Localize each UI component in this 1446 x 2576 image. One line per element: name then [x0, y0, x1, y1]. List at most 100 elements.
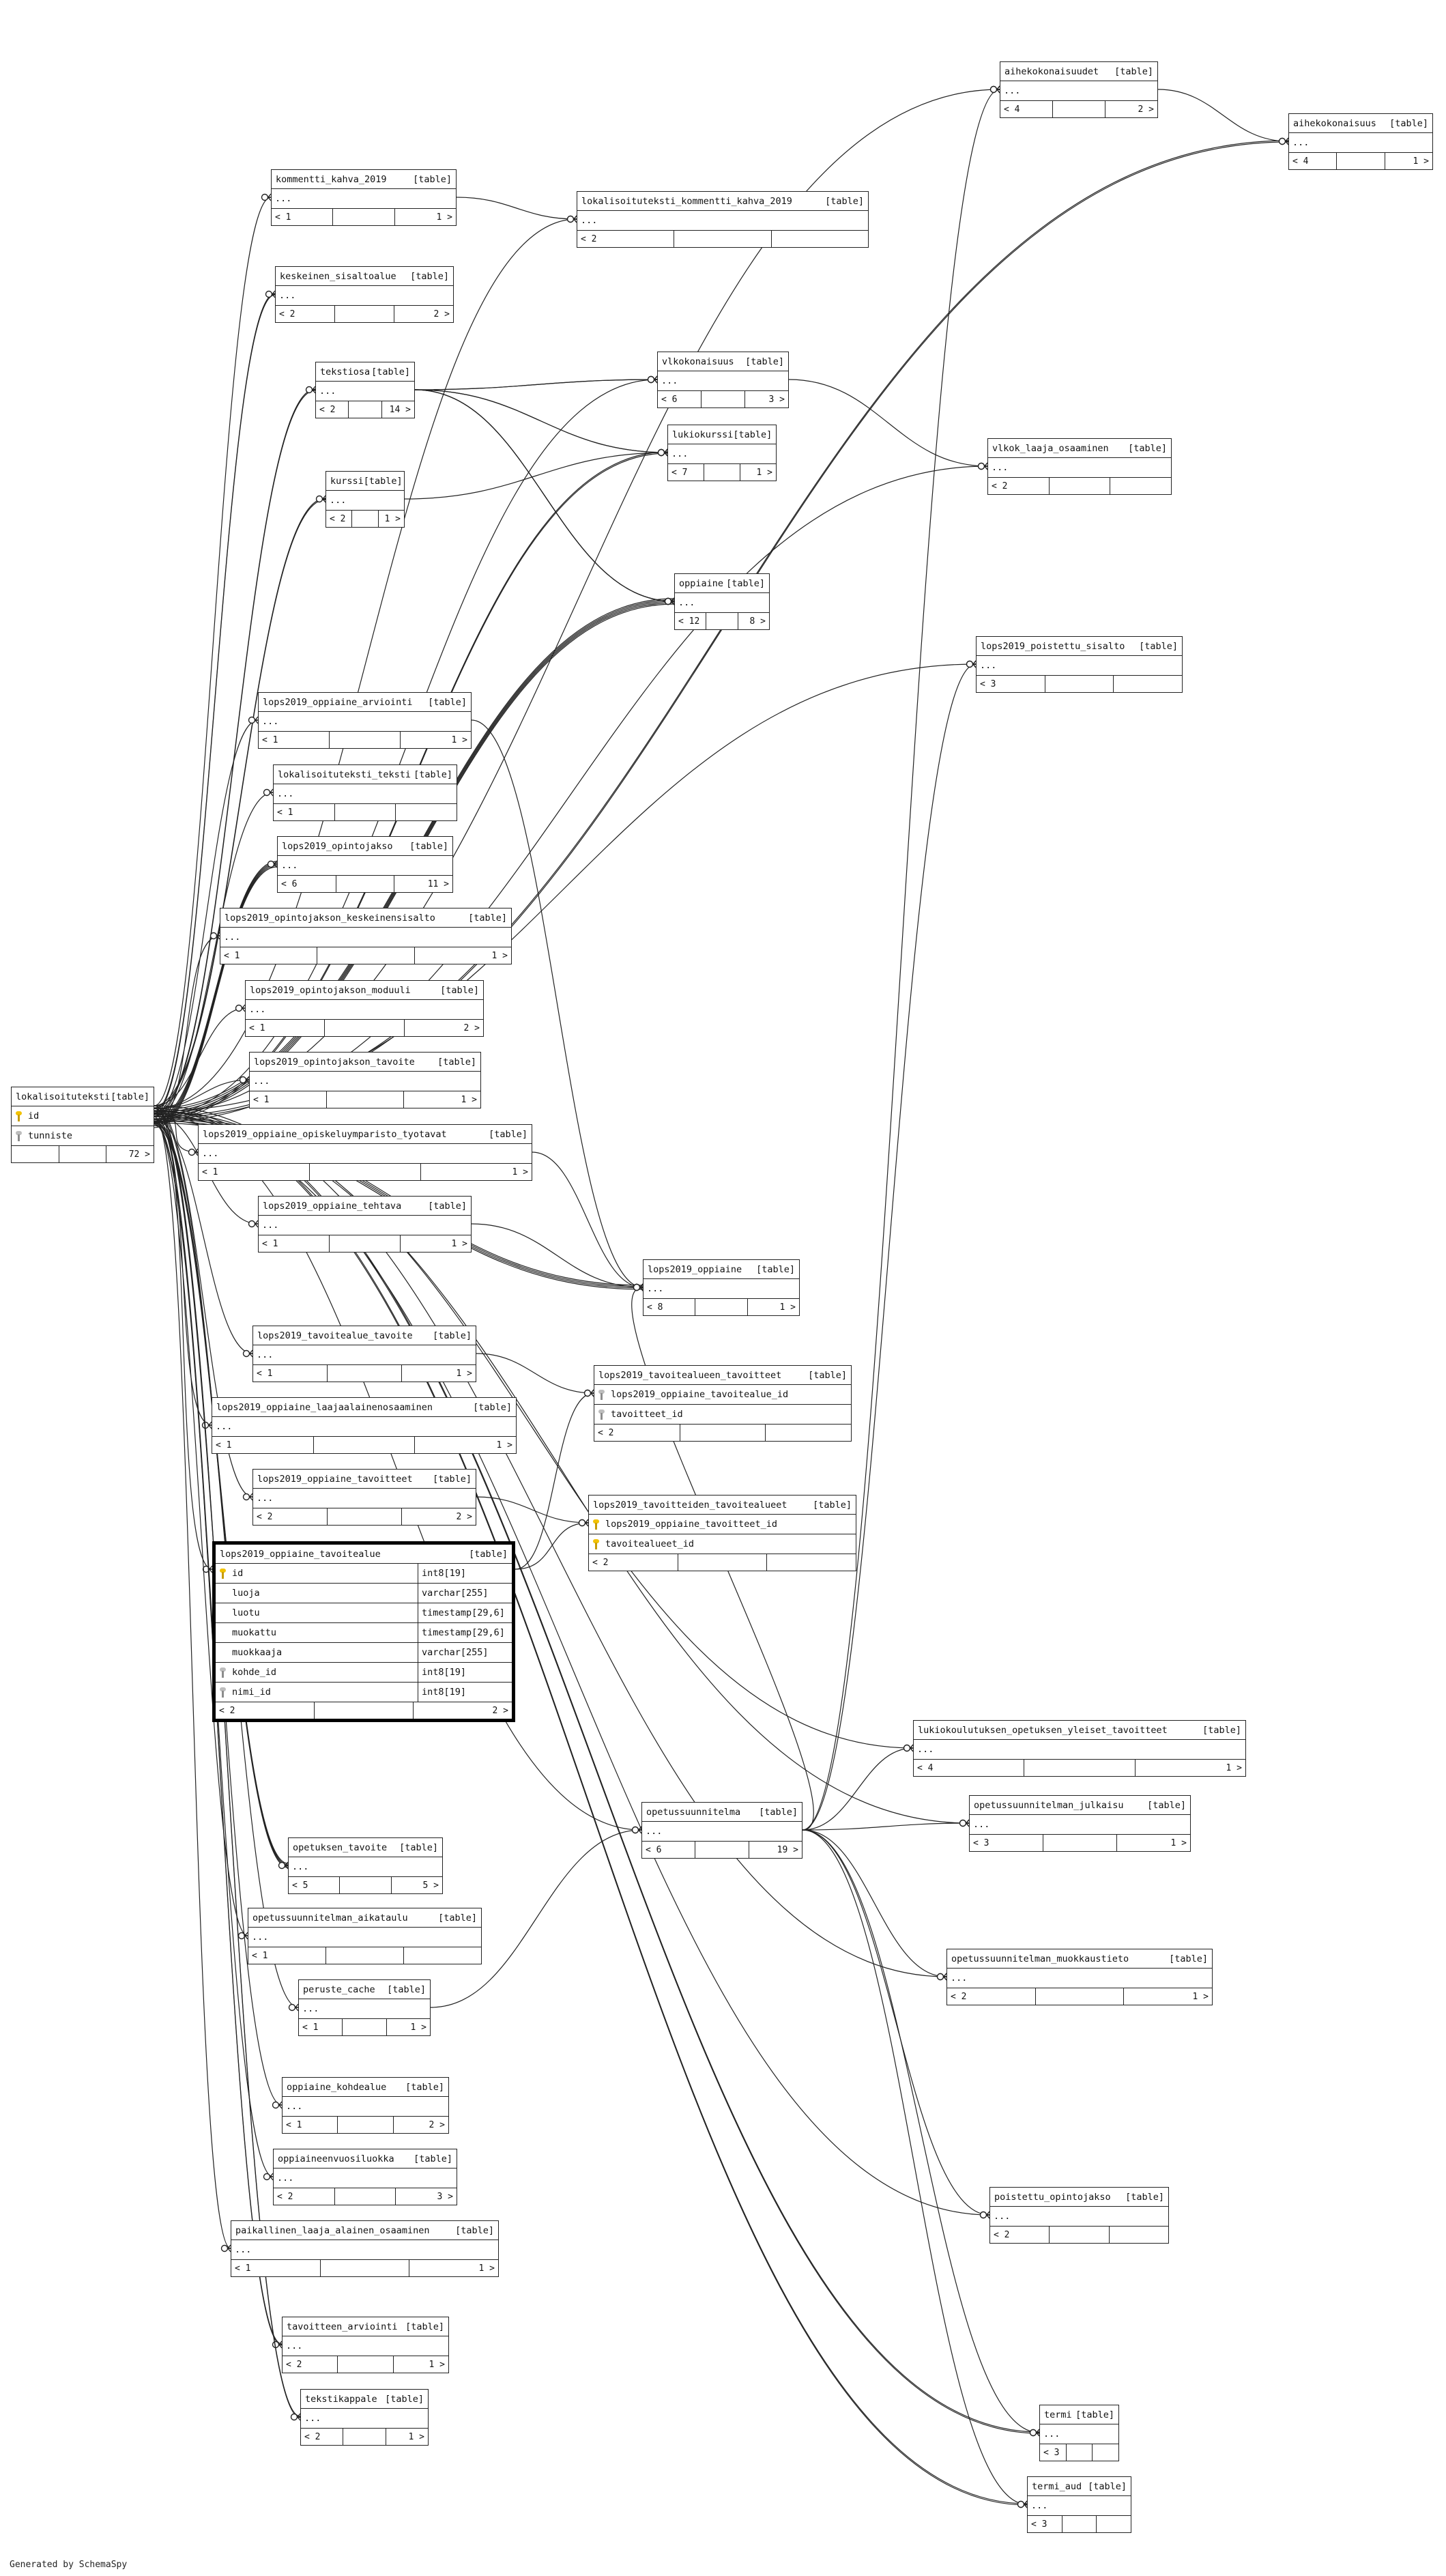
table-lops2019-oppiaine-arviointi[interactable]: lops2019_oppiaine_arviointi[table]...< 1… [258, 692, 472, 749]
table-header[interactable]: lokalisoituteksti_teksti[table] [274, 765, 457, 784]
children-count[interactable]: 1 > [408, 2431, 424, 2442]
children-count[interactable]: 1 > [429, 2359, 445, 2370]
children-count[interactable]: 1 > [512, 1167, 528, 1177]
table-header[interactable]: lops2019_opintojakson_tavoite[table] [250, 1053, 480, 1072]
table-lokalisoituteksti-teksti[interactable]: lokalisoituteksti_teksti[table]...< 1 [273, 764, 457, 821]
children-count[interactable]: 1 > [491, 950, 508, 961]
table-lops2019-opintojakson-keskeinensisalto[interactable]: lops2019_opintojakson_keskeinensisalto[t… [220, 908, 512, 964]
table-header[interactable]: lops2019_oppiaine_opiskeluymparisto_tyot… [199, 1125, 532, 1144]
table-opetussuunnitelman-aikataulu[interactable]: opetussuunnitelman_aikataulu[table]...< … [248, 1908, 482, 1964]
column-row[interactable]: tavoitteet_id [594, 1405, 851, 1425]
table-poistettu-opintojakso[interactable]: poistettu_opintojakso[table]...< 2 [989, 2187, 1169, 2244]
children-count[interactable]: 2 > [1138, 104, 1154, 115]
parents-count[interactable]: < 1 [246, 1020, 326, 1036]
table-lops2019-poistettu-sisalto[interactable]: lops2019_poistettu_sisalto[table]...< 3 [976, 636, 1183, 693]
table-header[interactable]: lokalisoituteksti_kommentti_kahva_2019[t… [577, 192, 868, 211]
children-count[interactable] [1110, 2227, 1168, 2243]
column-row[interactable]: lops2019_oppiaine_tavoitealue_id [594, 1385, 851, 1405]
table-name[interactable]: peruste_cache [303, 1984, 375, 1995]
table-name[interactable]: lokalisoituteksti [16, 1091, 111, 1102]
children-count[interactable]: 3 > [768, 394, 785, 405]
parents-count[interactable]: < 2 [274, 2188, 335, 2205]
table-name[interactable]: tekstiosa [320, 366, 371, 377]
table-header[interactable]: opetussuunnitelman_julkaisu[table] [970, 1796, 1190, 1815]
parents-count[interactable]: < 6 [642, 1842, 696, 1858]
parents-count[interactable]: < 12 [675, 613, 707, 629]
table-header[interactable]: lops2019_oppiaine_tavoitealue[table] [216, 1545, 512, 1564]
table-name[interactable]: poistettu_opintojakso [994, 2191, 1111, 2203]
parents-count[interactable]: < 1 [248, 1947, 326, 1964]
parents-count[interactable]: < 3 [977, 676, 1045, 692]
parents-count[interactable]: < 6 [658, 391, 702, 407]
table-name[interactable]: lops2019_opintojakson_moduuli [250, 984, 411, 996]
table-header[interactable]: lops2019_opintojakson_moduuli[table] [246, 981, 483, 1000]
table-name[interactable]: oppiaineenvuosiluokka [278, 2153, 394, 2164]
table-header[interactable]: lops2019_tavoitealueen_tavoitteet[table] [594, 1366, 851, 1385]
children-count[interactable]: 1 > [1413, 156, 1429, 167]
children-count[interactable]: 1 > [436, 212, 452, 223]
children-count[interactable]: 1 > [1192, 1991, 1209, 2002]
table-name[interactable]: lukiokoulutuksen_opetuksen_yleiset_tavoi… [918, 1724, 1168, 1736]
table-name[interactable]: lops2019_tavoitealueen_tavoitteet [598, 1369, 782, 1381]
table-lops2019-opintojakson-tavoite[interactable]: lops2019_opintojakson_tavoite[table]...<… [249, 1052, 481, 1108]
table-name[interactable]: opetussuunnitelma [646, 1806, 741, 1818]
table-name[interactable]: lops2019_tavoitteiden_tavoitealueet [593, 1499, 787, 1511]
children-count[interactable]: 1 > [410, 2022, 426, 2033]
table-header[interactable]: opetussuunnitelma[table] [642, 1803, 802, 1822]
table-paikallinen-laaja-alainen-osaaminen[interactable]: paikallinen_laaja_alainen_osaaminen[tabl… [231, 2220, 499, 2277]
table-lops2019-oppiaine-opiskeluymparisto-tyotavat[interactable]: lops2019_oppiaine_opiskeluymparisto_tyot… [198, 1124, 532, 1181]
table-name[interactable]: oppiaine_kohdealue [287, 2081, 387, 2093]
children-count[interactable] [404, 1947, 481, 1964]
table-name[interactable]: paikallinen_laaja_alainen_osaaminen [235, 2224, 430, 2236]
table-name[interactable]: lops2019_oppiaine_tehtava [263, 1200, 402, 1212]
table-header[interactable]: lops2019_oppiaine[table] [644, 1260, 799, 1279]
table-name[interactable]: opetussuunnitelman_muokkaustieto [951, 1953, 1129, 1964]
table-header[interactable]: oppiaine[table] [675, 574, 769, 593]
column-row[interactable]: lops2019_oppiaine_tavoitteet_id [589, 1515, 856, 1534]
table-name[interactable]: oppiaine [679, 577, 724, 589]
children-count[interactable]: 3 > [437, 2191, 454, 2202]
table-header[interactable]: lokalisoituteksti[table] [12, 1087, 154, 1106]
parents-count[interactable]: < 4 [914, 1760, 1025, 1776]
children-count[interactable]: 1 > [478, 2263, 495, 2274]
table-opetussuunnitelman-muokkaustieto[interactable]: opetussuunnitelman_muokkaustieto[table].… [946, 1949, 1213, 2005]
table-name[interactable]: lops2019_oppiaine_tavoitteet [257, 1473, 413, 1485]
parents-count[interactable]: < 1 [272, 209, 334, 225]
table-name[interactable]: aihekokonaisuus [1293, 117, 1376, 129]
parents-count[interactable]: < 2 [301, 2429, 344, 2445]
table-name[interactable]: opetussuunnitelman_aikataulu [252, 1912, 408, 1923]
parents-count[interactable]: < 2 [253, 1508, 328, 1525]
children-count[interactable]: 2 > [429, 2119, 445, 2130]
parents-count[interactable]: < 1 [274, 804, 335, 820]
children-count[interactable]: 11 > [427, 878, 450, 889]
table-name[interactable]: kurssi [330, 475, 364, 487]
parents-count[interactable]: < 2 [283, 2356, 338, 2373]
table-name[interactable]: lops2019_opintojakson_tavoite [254, 1056, 415, 1068]
children-count[interactable]: 2 > [433, 309, 450, 319]
parents-count[interactable]: < 2 [216, 1702, 315, 1719]
table-vlkok-laaja-osaaminen[interactable]: vlkok_laaja_osaaminen[table]...< 2 [987, 438, 1172, 495]
children-count[interactable]: 1 > [461, 1094, 477, 1105]
table-lops2019-oppiaine-laajaalainenosaaminen[interactable]: lops2019_oppiaine_laajaalainenosaaminen[… [212, 1397, 517, 1454]
table-header[interactable]: lukiokoulutuksen_opetuksen_yleiset_tavoi… [914, 1721, 1245, 1740]
children-count[interactable] [766, 1425, 851, 1441]
table-termi[interactable]: termi[table]...< 3 [1039, 2405, 1119, 2461]
parents-count[interactable]: < 1 [259, 1235, 330, 1252]
column-row[interactable]: tunniste [12, 1126, 154, 1146]
children-count[interactable]: 1 > [756, 467, 772, 478]
children-count[interactable]: 1 > [1226, 1762, 1242, 1773]
parents-count[interactable]: < 7 [668, 464, 704, 481]
table-name[interactable]: lops2019_opintojakso [282, 840, 393, 852]
table-lokalisoituteksti-kommentti-kahva-2019[interactable]: lokalisoituteksti_kommentti_kahva_2019[t… [577, 191, 869, 248]
table-header[interactable]: opetuksen_tavoite[table] [289, 1838, 442, 1857]
children-count[interactable]: 1 > [1170, 1837, 1187, 1848]
